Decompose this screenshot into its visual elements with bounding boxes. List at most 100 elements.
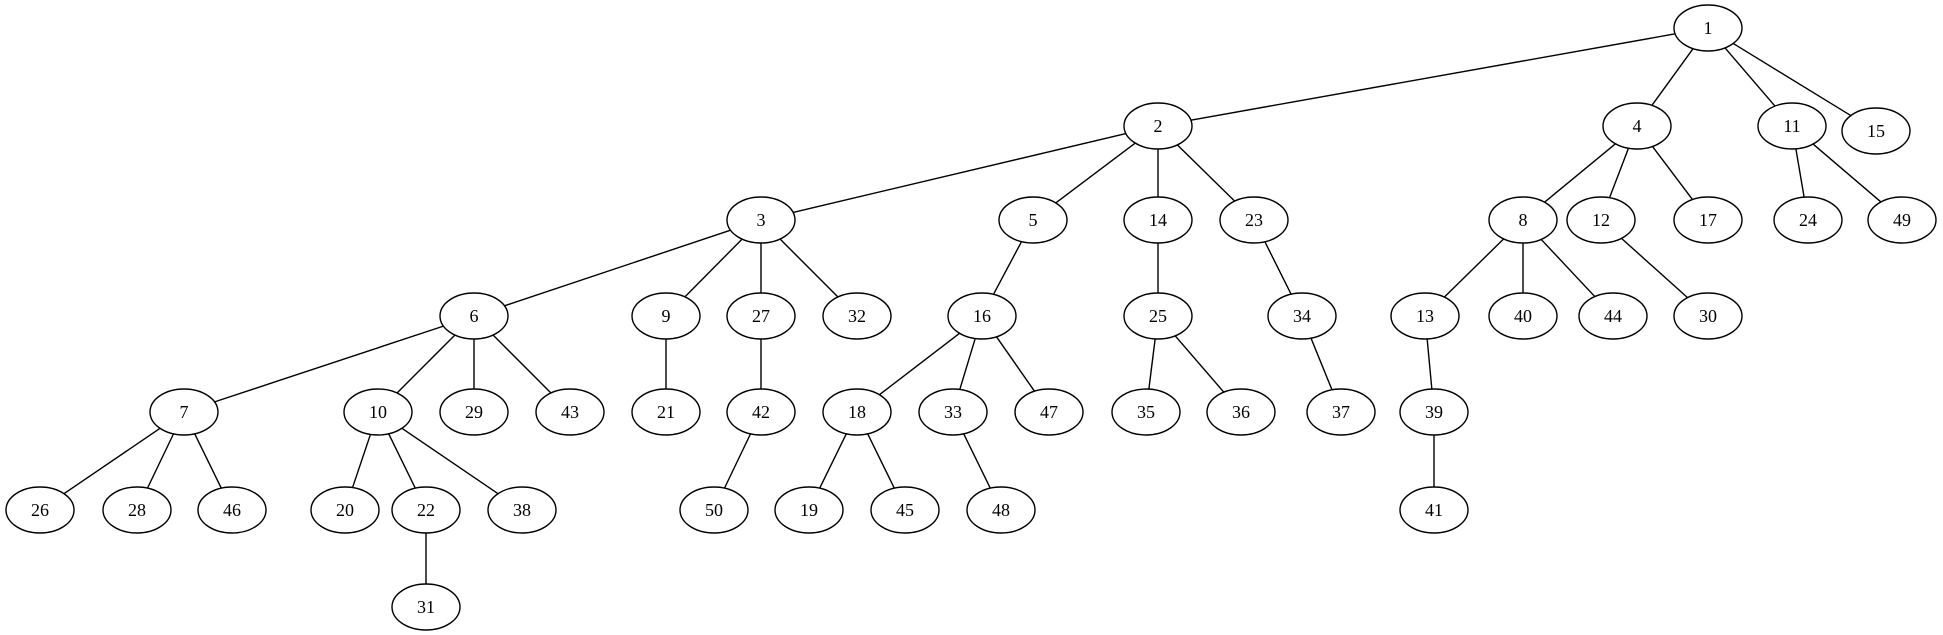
edge-1-15 (1732, 42, 1852, 117)
edges-layer (63, 33, 1882, 584)
node-shape (1123, 292, 1193, 340)
edge-12-30 (1621, 237, 1688, 299)
node-shape (726, 388, 796, 436)
node-28: 28 (102, 486, 172, 534)
node-label: 40 (1514, 306, 1532, 326)
node-34: 34 (1267, 292, 1337, 340)
node-label: 15 (1867, 121, 1885, 141)
node-label: 3 (757, 210, 766, 230)
edge-2-3 (792, 132, 1127, 214)
node-shape (1867, 196, 1937, 244)
node-label: 17 (1699, 210, 1717, 230)
node-13: 13 (1390, 292, 1460, 340)
node-20: 20 (310, 486, 380, 534)
node-label: 48 (992, 500, 1010, 520)
node-shape (726, 196, 796, 244)
node-label: 28 (128, 500, 146, 520)
node-shape (918, 388, 988, 436)
edge-10-22 (388, 433, 416, 489)
node-shape (774, 486, 844, 534)
node-label: 37 (1332, 402, 1350, 422)
node-42: 42 (726, 388, 796, 436)
node-label: 50 (705, 500, 723, 520)
node-shape (822, 388, 892, 436)
edge-1-11 (1724, 47, 1776, 107)
node-shape (947, 292, 1017, 340)
node-shape (1123, 196, 1193, 244)
node-label: 36 (1232, 402, 1250, 422)
node-label: 43 (561, 402, 579, 422)
node-31: 31 (391, 583, 461, 631)
node-49: 49 (1867, 196, 1937, 244)
edge-10-38 (401, 427, 499, 495)
node-shape (870, 486, 940, 534)
edge-4-17 (1651, 146, 1694, 200)
node-shape (439, 292, 509, 340)
node-label: 13 (1416, 306, 1434, 326)
node-shape (1219, 196, 1289, 244)
node-17: 17 (1673, 196, 1743, 244)
node-16: 16 (947, 292, 1017, 340)
node-40: 40 (1488, 292, 1558, 340)
node-48: 48 (966, 486, 1036, 534)
node-label: 34 (1293, 306, 1311, 326)
node-shape (487, 486, 557, 534)
edge-42-50 (723, 433, 752, 489)
node-shape (1111, 388, 1181, 436)
edge-6-10 (396, 334, 456, 394)
node-46: 46 (197, 486, 267, 534)
node-43: 43 (535, 388, 605, 436)
edge-16-33 (959, 338, 976, 390)
node-shape (149, 388, 219, 436)
node-50: 50 (679, 486, 749, 534)
node-label: 19 (800, 500, 818, 520)
edge-1-2 (1190, 33, 1676, 121)
node-label: 41 (1425, 500, 1443, 520)
node-shape (391, 583, 461, 631)
node-shape (5, 486, 75, 534)
edge-6-43 (492, 334, 552, 394)
node-label: 10 (369, 402, 387, 422)
edge-11-24 (1795, 148, 1805, 198)
edge-4-8 (1544, 143, 1616, 203)
node-label: 47 (1040, 402, 1058, 422)
node-label: 8 (1519, 210, 1528, 230)
edge-7-28 (146, 433, 175, 489)
edge-33-48 (963, 433, 991, 489)
node-39: 39 (1399, 388, 1469, 436)
node-label: 2 (1154, 116, 1163, 136)
node-shape (679, 486, 749, 534)
node-label: 5 (1029, 210, 1038, 230)
node-29: 29 (439, 388, 509, 436)
node-shape (726, 292, 796, 340)
node-5: 5 (998, 196, 1068, 244)
node-18: 18 (822, 388, 892, 436)
node-label: 7 (180, 402, 189, 422)
node-shape (343, 388, 413, 436)
node-label: 24 (1799, 210, 1817, 230)
edge-23-34 (1264, 241, 1292, 295)
edge-4-12 (1608, 148, 1630, 198)
node-label: 39 (1425, 402, 1443, 422)
edge-7-46 (194, 433, 222, 489)
edge-18-45 (867, 433, 895, 489)
node-14: 14 (1123, 196, 1193, 244)
node-shape (822, 292, 892, 340)
node-label: 30 (1699, 306, 1717, 326)
node-label: 12 (1592, 210, 1610, 230)
node-shape (1673, 4, 1743, 52)
node-9: 9 (631, 292, 701, 340)
node-25: 25 (1123, 292, 1193, 340)
node-label: 38 (513, 500, 531, 520)
node-24: 24 (1773, 196, 1843, 244)
edge-1-4 (1651, 48, 1694, 106)
node-7: 7 (149, 388, 219, 436)
node-label: 31 (417, 597, 435, 617)
node-22: 22 (391, 486, 461, 534)
node-1: 1 (1673, 4, 1743, 52)
node-33: 33 (918, 388, 988, 436)
edge-3-6 (504, 229, 731, 307)
edge-13-39 (1426, 338, 1433, 390)
node-label: 42 (752, 402, 770, 422)
